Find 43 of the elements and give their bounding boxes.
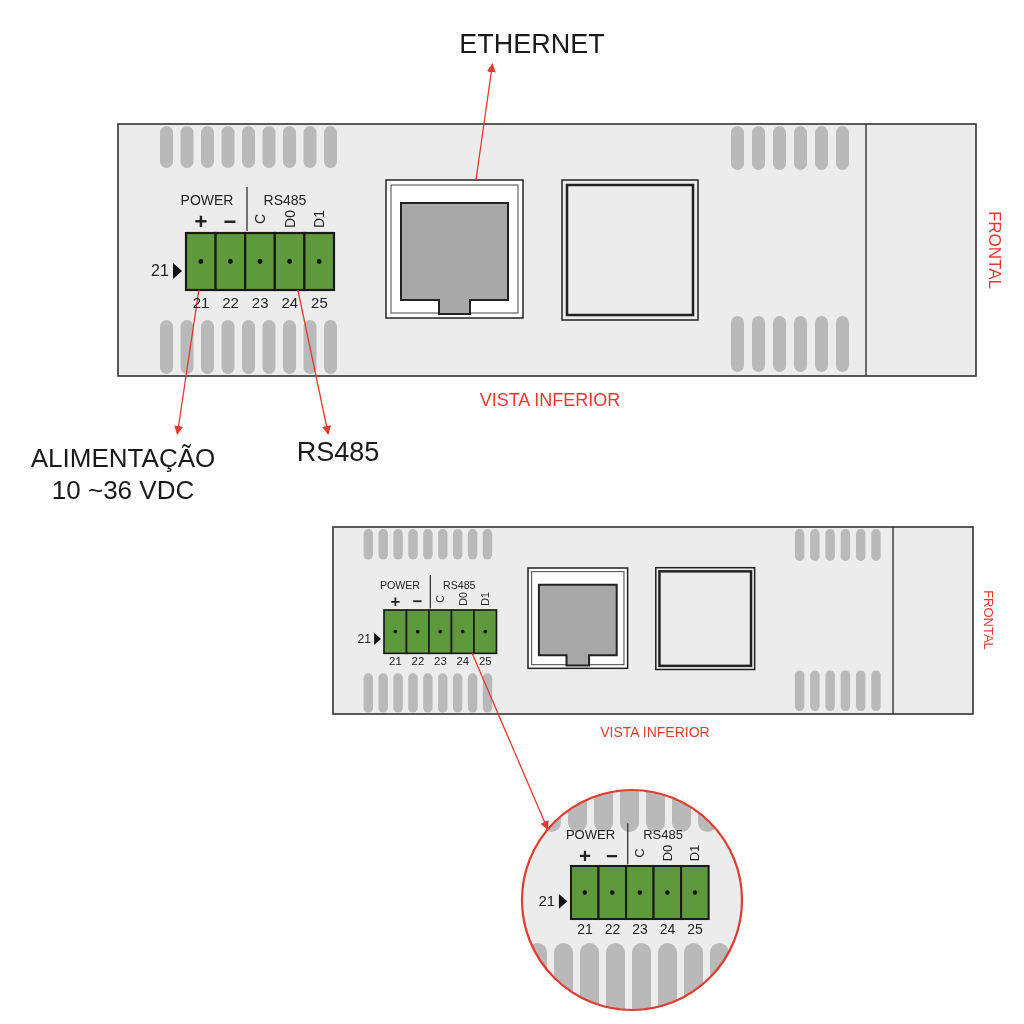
arrow [297,289,331,435]
group-label: RS485 [263,193,307,207]
arrow [475,63,496,181]
pin-label: D1 [688,844,702,862]
pin-number: 24 [281,294,299,310]
callout-text: RS485 [296,436,380,470]
pin-number: 22 [222,294,239,310]
polarity-sign: − [223,211,237,233]
pin-number: 22 [604,923,621,938]
callout-text: ETHERNET [459,28,605,62]
view-label: VISTA INFERIOR [479,391,621,409]
pin-number: 21 [577,923,593,938]
pin-number: 21 [151,263,169,279]
callout-text: ALIMENTAÇÃO 10 ~36 VDC [29,441,217,507]
terminal-block [184,231,336,292]
pin-number: 25 [479,656,492,669]
pin-number: 21 [357,632,371,645]
pin-number: 24 [659,923,676,938]
pin-number: 25 [687,923,703,938]
group-label: RS485 [443,579,476,591]
pin-number: 24 [456,656,470,669]
pin-number: 23 [434,656,447,669]
group-label: POWER [565,828,616,842]
polarity-sign: − [412,593,423,610]
pin-label: C [633,848,647,858]
pin-number: 23 [632,923,648,938]
pin-number: 23 [251,294,269,310]
pin-number: 21 [538,893,556,909]
arrow [471,652,549,831]
pin-number: 22 [411,656,425,669]
polarity-sign: − [605,845,618,866]
pin-label: D0 [661,844,675,862]
arrow [174,289,200,435]
pin-number: 25 [311,294,328,310]
polarity-sign: + [390,593,401,610]
side-label: FRONTAL [981,590,995,650]
ethernet-port [385,179,524,319]
group-label: RS485 [643,828,683,842]
pin-number: 21 [389,656,402,669]
polarity-sign: + [194,211,208,233]
side-label: FRONTAL [985,210,1003,290]
terminal-block [383,609,498,655]
polarity-sign: + [578,845,591,866]
